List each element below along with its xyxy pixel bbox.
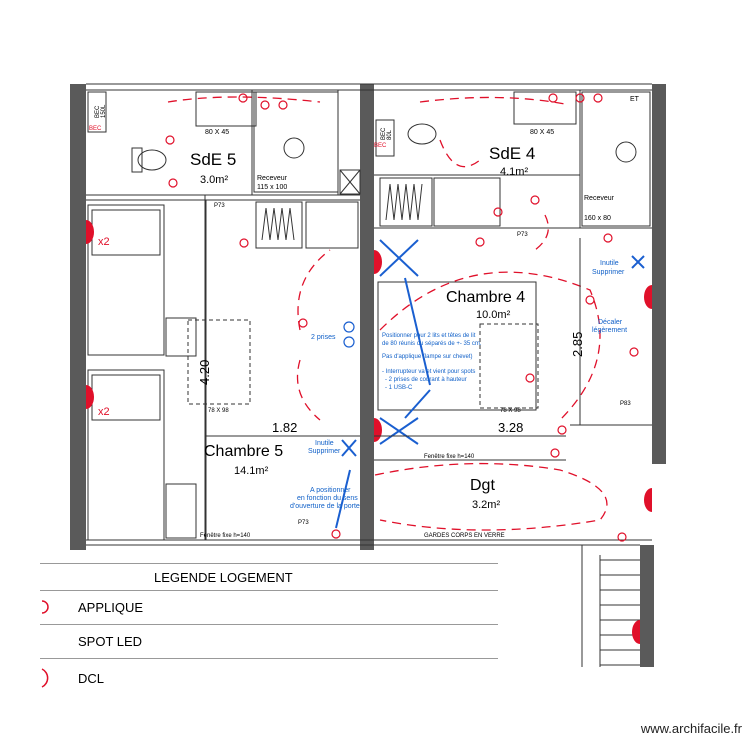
wc-left <box>137 149 167 171</box>
dim-420: 4.20 <box>197 360 212 385</box>
bec-label-3: BEC <box>381 127 387 140</box>
wardrobe-right <box>379 177 433 227</box>
receveur5-size: 115 x 100 <box>257 184 287 191</box>
note-decaler-2: légèrement <box>592 327 627 334</box>
note-inutile-dgt-2: Supprimer <box>592 269 625 276</box>
legend-item-applique: APPLIQUE <box>78 600 144 615</box>
p83-label: P83 <box>620 401 631 407</box>
legend-row-applique: APPLIQUE <box>40 591 498 625</box>
chambre4-name: Chambre 4 <box>446 289 525 306</box>
vasque-right-label: 80 X 45 <box>530 129 554 136</box>
et-label: ET <box>630 96 640 103</box>
receveur5-label: Receveur <box>257 175 288 182</box>
p73-label-c: P73 <box>298 520 309 526</box>
x2-label-a: x2 <box>98 236 110 248</box>
bec-label-2: 150L <box>101 104 107 118</box>
sde4-area: 4.1m² <box>500 166 528 178</box>
note-inutile-chambre5-1: Inutile <box>315 440 334 447</box>
legend: LEGENDE LOGEMENT APPLIQUE SPOT LED DCL <box>40 563 498 699</box>
dgt-area: 3.2m² <box>472 499 500 511</box>
note-deux-prises: 2 prises <box>311 334 336 341</box>
sde5-vasque <box>195 91 257 127</box>
dim-285: 2.85 <box>570 332 585 357</box>
receveur4-size: 160 x 80 <box>584 215 611 222</box>
x2-label-b: x2 <box>98 406 110 418</box>
bec-label-1: BEC <box>95 105 101 118</box>
fenetre-mid-label: Fenêtre fixe h=140 <box>424 454 475 460</box>
chambre5-area: 14.1m² <box>234 465 269 477</box>
sde5-receveur <box>253 91 339 193</box>
chambre4-area: 10.0m² <box>476 309 511 321</box>
legend-title-row: LEGENDE LOGEMENT <box>40 564 498 591</box>
legend-title: LEGENDE LOGEMENT <box>154 570 293 585</box>
bec-150l-tank <box>87 91 107 133</box>
legend-row-spot: SPOT LED <box>40 625 498 659</box>
note-interrupteur-2: - 2 prises de courant à hauteur <box>385 377 467 383</box>
bec-red-label-2: BEC <box>374 143 387 149</box>
legend-item-dcl: DCL <box>78 671 105 686</box>
note-porte-3: d'ouverture de la porte <box>290 503 360 510</box>
wardrobe-left <box>255 201 303 249</box>
bed-left-label: 78 X 98 <box>208 408 229 414</box>
legend-row-dcl: DCL <box>40 659 498 699</box>
sde5-area: 3.0m² <box>200 174 228 186</box>
spot-circuit-chambre4 <box>379 271 601 421</box>
applique-symbol-icon <box>41 600 49 614</box>
sde4-name: SdE 4 <box>489 144 535 163</box>
note-inutile-dgt-1: Inutile <box>600 260 619 267</box>
stair-wall <box>640 545 654 667</box>
note-inutile-chambre5-2: Supprimer <box>308 448 341 455</box>
chambre5-name: Chambre 5 <box>204 443 283 460</box>
bec-label-4: 80L <box>387 129 393 140</box>
dim-182: 1.82 <box>272 420 297 435</box>
center-wall <box>360 84 374 550</box>
chambre5-bed-top <box>87 204 165 356</box>
sde4-receveur <box>581 91 651 227</box>
fenetre-bottom-label: Fenêtre fixe h=140 <box>200 533 251 539</box>
right-exterior-wall <box>652 84 666 464</box>
gardes-corps-label: GARDES CORPS EN VERRE <box>424 533 505 539</box>
note-interrupteur-1: - Interrupteur va et vient pour spots <box>382 369 475 375</box>
note-porte-2: en fonction du sens <box>297 495 358 502</box>
receveur4-label: Receveur <box>584 195 615 202</box>
p73-label-b: P73 <box>517 232 528 238</box>
vasque-left-label: 80 X 45 <box>205 129 229 136</box>
sde4-vasque <box>513 91 577 125</box>
bed-right-label: 78 X 98 <box>500 408 521 414</box>
dcl-symbol-icon <box>41 668 49 688</box>
chambre4-bed <box>377 281 537 411</box>
note-decaler-1: Décaler <box>598 319 623 326</box>
dgt-name: Dgt <box>470 477 495 494</box>
note-positionner-1: Positionner pour 2 lits et têtes de lit <box>382 333 476 339</box>
left-exterior-wall <box>70 84 86 550</box>
spot-circuit-dgt <box>374 462 608 531</box>
bec-80l-tank <box>375 119 395 157</box>
sde5-name: SdE 5 <box>190 150 236 169</box>
bec-red-label-1: BEC <box>89 126 102 132</box>
watermark: www.archifacile.fr <box>640 721 742 736</box>
wc-right <box>407 123 437 145</box>
spot-circuit-sde5 <box>167 96 321 103</box>
p73-label-a: P73 <box>214 203 225 209</box>
note-applique: Pas d'applique (lampe sur chevet) <box>382 354 473 360</box>
dim-328: 3.28 <box>498 420 523 435</box>
chambre5-bed-bottom <box>87 369 165 541</box>
note-interrupteur-3: - 1 USB-C <box>385 385 413 391</box>
legend-item-spot: SPOT LED <box>78 634 143 649</box>
note-positionner-2: de 80 réunis ou séparés de +- 35 cm. <box>382 341 482 347</box>
note-porte-1: A positionner <box>310 487 351 494</box>
